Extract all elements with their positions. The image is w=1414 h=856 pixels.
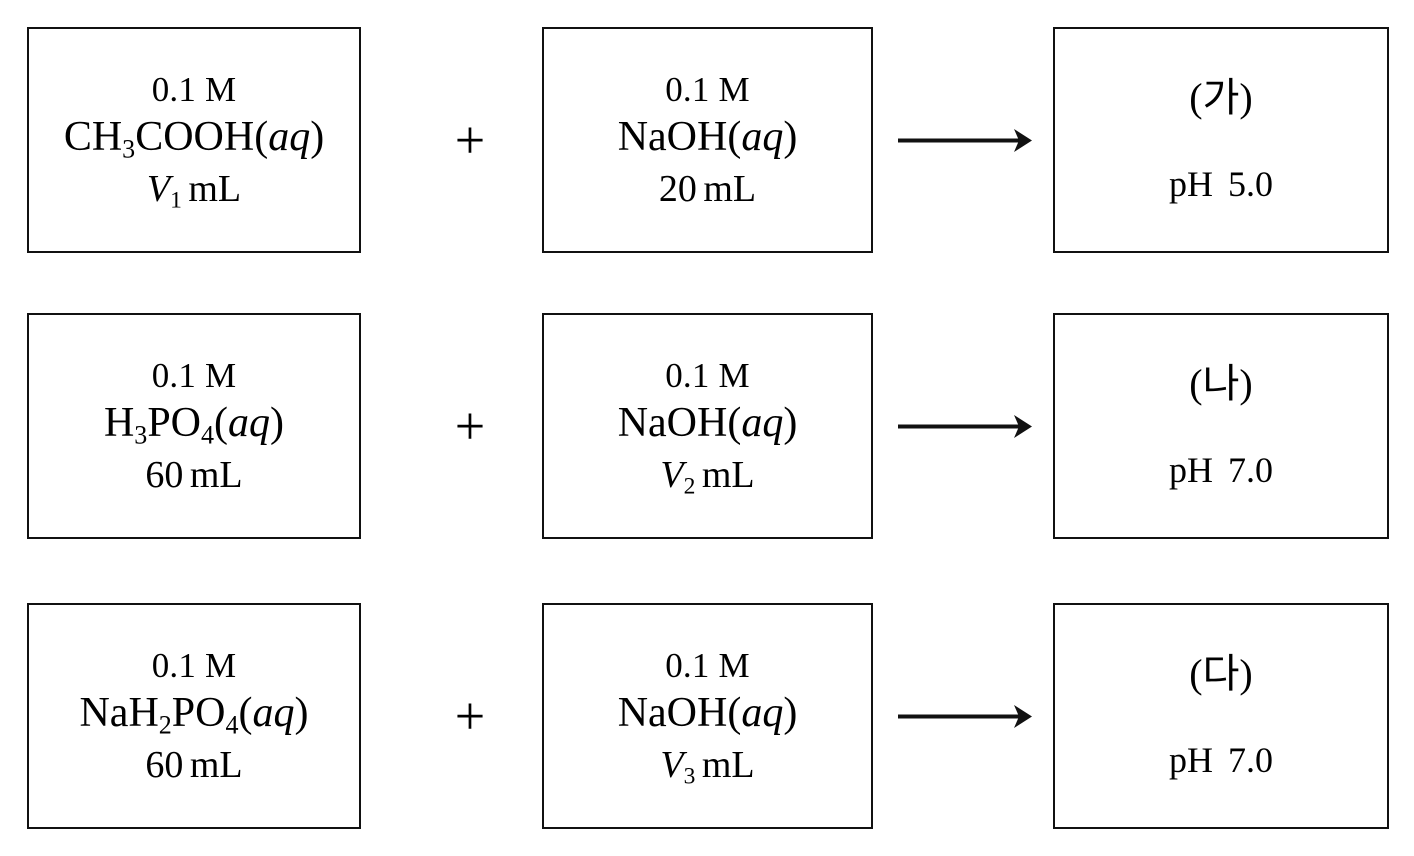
chemical-formula: NaOH(aq) [618, 401, 798, 446]
formula-mid: PO [171, 690, 226, 737]
ph-value: 7.0 [1228, 450, 1274, 491]
volume-variable: V [660, 453, 684, 496]
formula-suffix: ) [783, 690, 798, 737]
product-label: (가) [1189, 74, 1253, 120]
formula-suffix: ) [783, 400, 798, 447]
formula-subscript: 3 [122, 134, 136, 164]
volume-variable: 60 [145, 743, 184, 786]
ph-name: pH [1168, 450, 1213, 491]
plus-operator-row-1: + [454, 110, 486, 170]
volume-subscript: 1 [170, 187, 182, 214]
formula-prefix: NaOH( [617, 400, 742, 447]
ph-value: 7.0 [1228, 740, 1274, 781]
formula-prefix: H [103, 400, 135, 447]
formula-open-paren: ( [238, 690, 253, 737]
formula-subscript-2: 4 [201, 420, 215, 450]
formula-state: aq [741, 690, 784, 737]
formula-subscript-1: 2 [158, 710, 172, 740]
ph-name: pH [1168, 740, 1213, 781]
formula-prefix: CH [63, 114, 123, 161]
chemical-formula: CH3COOH(aq) [63, 114, 325, 164]
volume-unit: mL [189, 743, 243, 786]
chemical-formula: NaH2PO4(aq) [79, 690, 309, 740]
formula-suffix: ) [270, 400, 285, 447]
formula-mid: COOH( [135, 114, 269, 161]
formula-prefix: NaH [79, 690, 159, 737]
formula-open-paren: ( [214, 400, 229, 447]
concentration-label: 0.1 M [151, 356, 237, 396]
ph-readout: pH 5.0 [1169, 165, 1273, 203]
concentration-label: 0.1 M [151, 646, 237, 686]
formula-suffix: ) [294, 690, 309, 737]
ph-readout: pH 7.0 [1169, 741, 1273, 779]
volume-unit: mL [189, 453, 243, 496]
volume-unit: mL [703, 167, 757, 210]
chemical-formula: H3PO4(aq) [103, 400, 285, 450]
plus-operator-row-2: + [454, 396, 486, 456]
product-label: (다) [1189, 650, 1253, 696]
plus-operator-row-3: + [454, 686, 486, 746]
formula-subscript-2: 4 [225, 710, 239, 740]
volume-variable: 20 [658, 167, 697, 210]
concentration-label: 0.1 M [665, 70, 750, 110]
concentration-label: 0.1 M [151, 70, 237, 110]
volume-subscript: 2 [683, 473, 696, 500]
formula-state: aq [252, 690, 295, 737]
product-box-row-1: (가) pH 5.0 [1053, 27, 1389, 253]
formula-state: aq [268, 114, 311, 161]
formula-prefix: NaOH( [617, 690, 742, 737]
right-arrow-icon-row-1 [880, 123, 1048, 157]
chemical-formula: NaOH(aq) [618, 691, 798, 736]
ph-name: pH [1168, 164, 1213, 205]
formula-suffix: ) [783, 114, 798, 161]
ph-readout: pH 7.0 [1169, 451, 1273, 489]
volume-variable: 60 [145, 453, 184, 496]
right-arrow-icon-row-2 [880, 409, 1048, 443]
formula-mid: PO [147, 400, 202, 447]
formula-state: aq [741, 114, 784, 161]
volume-variable: V [146, 167, 171, 210]
volume-unit: mL [188, 167, 242, 210]
ph-value: 5.0 [1228, 164, 1274, 205]
volume-variable: V [660, 743, 684, 786]
concentration-label: 0.1 M [665, 356, 750, 396]
volume-unit: mL [701, 453, 755, 496]
product-box-row-3: (다) pH 7.0 [1053, 603, 1389, 829]
product-box-row-2: (나) pH 7.0 [1053, 313, 1389, 539]
concentration-label: 0.1 M [665, 646, 750, 686]
chemical-formula: NaOH(aq) [618, 115, 798, 160]
volume-subscript: 3 [683, 763, 696, 790]
right-arrow-icon-row-3 [880, 699, 1048, 733]
formula-subscript-1: 3 [134, 420, 148, 450]
formula-state: aq [741, 400, 784, 447]
volume-unit: mL [701, 743, 755, 786]
formula-prefix: NaOH( [617, 114, 742, 161]
product-label: (나) [1189, 360, 1253, 406]
formula-suffix: ) [310, 114, 325, 161]
formula-state: aq [228, 400, 271, 447]
